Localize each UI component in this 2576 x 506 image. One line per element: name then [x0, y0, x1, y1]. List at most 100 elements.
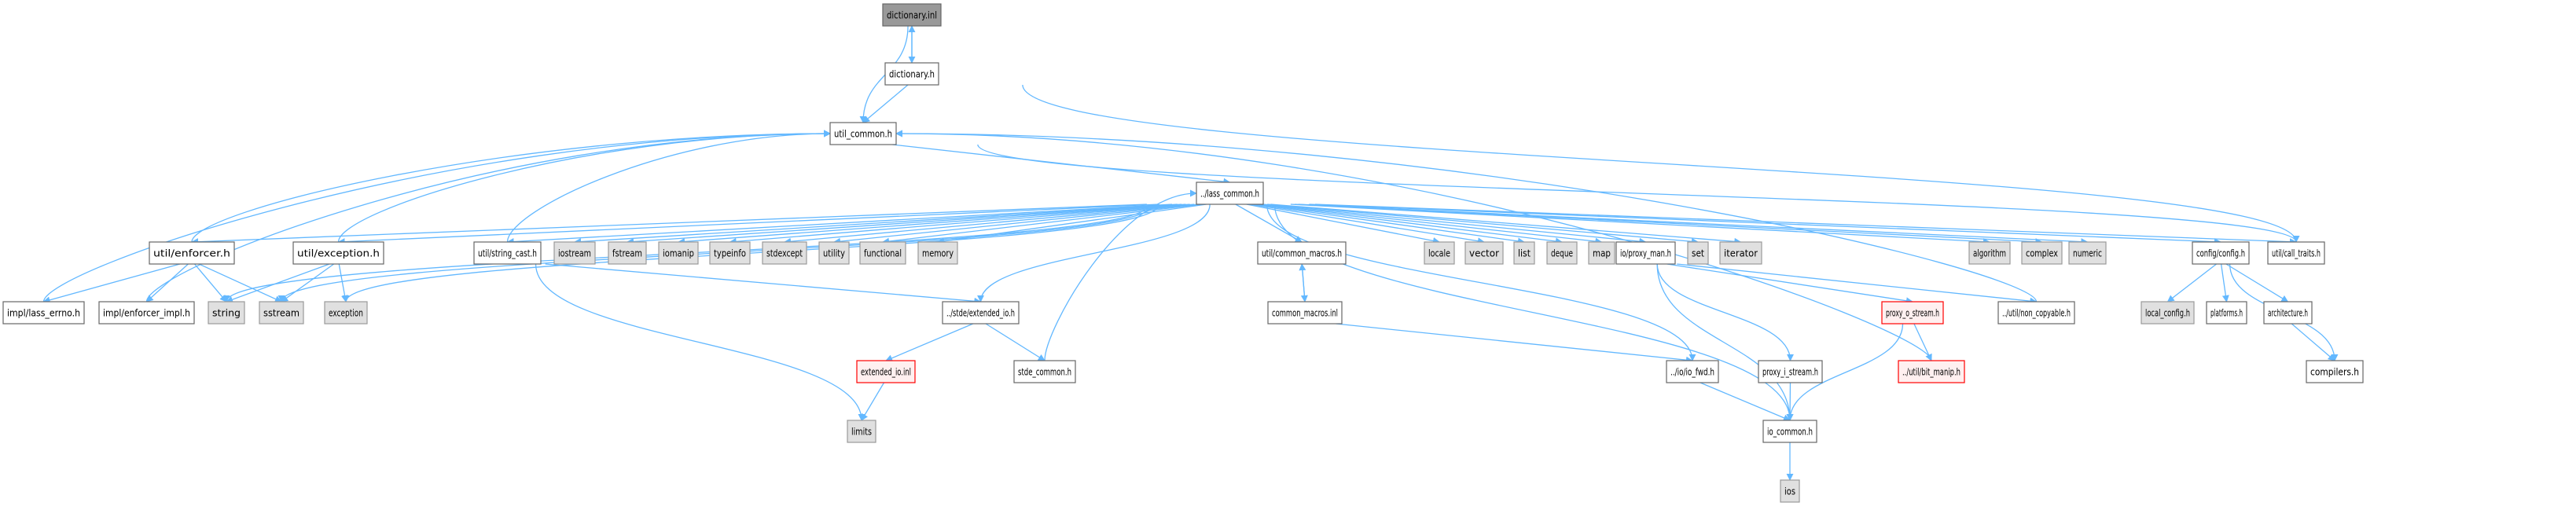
node-box	[1666, 360, 1719, 383]
node-extended-io-inl[interactable]: extended_io.inl	[856, 360, 916, 383]
edge-util-exception-h-to-string	[226, 263, 330, 303]
node-box	[1546, 241, 1578, 265]
node-label: sstream	[263, 307, 299, 319]
node-io-io-fwd-h[interactable]: ../io/io_fwd.h	[1666, 360, 1719, 383]
node-util-common-h[interactable]: util_common.h	[829, 122, 897, 145]
node-label: dictionary.inl	[887, 9, 937, 21]
node-util-exception-h[interactable]: util/exception.h	[292, 241, 384, 265]
node-local-config-h: local_config.h	[2141, 301, 2195, 324]
node-util-common-macros-h[interactable]: util/common_macros.h	[1257, 241, 1347, 265]
node-numeric: numeric	[2068, 241, 2107, 265]
edge-impl-lass-errno-h-to-util-common-h	[42, 130, 831, 302]
node-iostream: iostream	[553, 241, 596, 265]
node-label: set	[1692, 248, 1704, 259]
node-layer: dictionary.inl dictionary.h util_common.h.…	[2, 3, 2364, 503]
edge-lass-common-h-to-io-proxy-man-h	[1262, 204, 1647, 245]
node-stde-common-h[interactable]: stde_common.h	[1013, 360, 1076, 383]
node-label: numeric	[2073, 248, 2102, 259]
edge-common-macros-inl-to-util-common-macros-h	[1299, 263, 1306, 302]
edge-lass-common-h-to-exception	[342, 204, 1160, 302]
edge-lass-common-h-to-config-config-h	[1309, 204, 2221, 246]
node-label: functional	[864, 248, 902, 259]
node-label: complex	[2026, 248, 2058, 259]
node-label: ../util/bit_manip.h	[1902, 366, 1960, 378]
node-box	[2263, 301, 2313, 324]
edge-util-string-cast-h-to-limits	[535, 263, 865, 421]
edge-stde-extended-io-h-to-stde-common-h	[985, 323, 1045, 361]
edge-lass-common-h-to-typeinfo	[729, 204, 1190, 245]
node-box	[2, 301, 85, 324]
node-label: vector	[1469, 248, 1500, 259]
node-impl-lass-errno-h[interactable]: impl/lass_errno.h	[2, 301, 85, 324]
edge-util-enforcer-h-to-sstream	[198, 263, 282, 302]
node-box	[762, 241, 807, 265]
node-util-non-copyable-h[interactable]: ../util/non_copyable.h	[1997, 301, 2075, 324]
node-box	[1267, 301, 1343, 324]
edge-extended-io-inl-to-limits	[861, 382, 885, 421]
edge-config-config-h-to-architecture-h	[2225, 263, 2289, 302]
edge-common-macros-inl-to-io-io-fwd-h	[1336, 323, 1693, 364]
node-proxy-i-stream-h[interactable]: proxy_i_stream.h	[1758, 360, 1823, 383]
node-ios: ios	[1780, 479, 1800, 503]
node-util-call-traits-h[interactable]: util/call_traits.h	[2267, 241, 2325, 265]
edge-lass-common-h-to-utility	[833, 204, 1199, 245]
node-sstream: sstream	[259, 301, 304, 324]
node-label: platforms.h	[2210, 307, 2243, 319]
edge-lass-common-h-to-util-enforcer-h	[191, 204, 1147, 246]
node-dictionary-inl[interactable]: dictionary.inl	[882, 3, 942, 27]
node-common-macros-inl[interactable]: common_macros.inl	[1267, 301, 1343, 324]
edge-dictionary-h-to-util-common-h	[862, 84, 909, 123]
node-label: exception	[329, 307, 363, 319]
node-lass-common-h[interactable]: ../lass_common.h	[1196, 182, 1264, 205]
node-util-bit-manip-h[interactable]: ../util/bit_manip.h	[1898, 360, 1965, 383]
edge-config-config-h-to-local-config-h	[2166, 263, 2217, 302]
node-box	[709, 241, 751, 265]
node-box	[1780, 479, 1800, 503]
node-proxy-o-stream-h[interactable]: proxy_o_stream.h	[1881, 301, 1944, 324]
node-box	[1196, 182, 1264, 205]
edge-util-exception-h-to-sstream	[281, 263, 335, 302]
node-label: architecture.h	[2268, 307, 2308, 319]
edge-lass-common-h-to-set	[1267, 204, 1699, 245]
node-label: proxy_o_stream.h	[1886, 307, 1939, 319]
edge-lass-common-h-to-numeric	[1298, 204, 2089, 246]
node-label: config/config.h	[2196, 248, 2245, 259]
node-box	[324, 301, 368, 324]
node-label: util/common_macros.h	[1262, 248, 1342, 259]
edge-io-io-fwd-h-to-io-common-h	[1700, 382, 1791, 422]
edge-dictionary-h-to-util-call-traits-h	[1022, 84, 2300, 243]
node-stde-extended-io-h[interactable]: ../stde/extended_io.h	[942, 301, 1020, 324]
node-label: map	[1593, 248, 1611, 259]
node-io-common-h[interactable]: io_common.h	[1762, 420, 1817, 443]
node-box	[917, 241, 958, 265]
node-box	[553, 241, 596, 265]
node-fstream: fstream	[608, 241, 647, 265]
node-label: proxy_i_stream.h	[1762, 366, 1818, 378]
node-label: impl/lass_errno.h	[7, 307, 80, 319]
node-impl-enforcer-impl-h[interactable]: impl/enforcer_impl.h	[98, 301, 195, 324]
edge-lass-common-h-to-list	[1253, 204, 1525, 245]
node-architecture-h[interactable]: architecture.h	[2263, 301, 2313, 324]
node-config-config-h[interactable]: config/config.h	[2192, 241, 2250, 265]
node-list: list	[1513, 241, 1535, 265]
node-functional: functional	[859, 241, 906, 265]
node-box	[1464, 241, 1504, 265]
edge-util-enforcer-h-to-impl-enforcer-impl-h	[145, 263, 189, 302]
node-label: memory	[922, 248, 954, 259]
node-util-enforcer-h[interactable]: util/enforcer.h	[149, 241, 235, 265]
node-box	[847, 420, 876, 443]
node-util-string-cast-h[interactable]: util/string_cast.h	[473, 241, 542, 265]
node-box	[2192, 241, 2250, 265]
node-box	[658, 241, 699, 265]
edge-io-proxy-man-h-to-util-non-copyable-h	[1677, 263, 2038, 305]
node-platforms-h[interactable]: platforms.h	[2206, 301, 2247, 324]
node-io-proxy-man-h[interactable]: io/proxy_man.h	[1615, 241, 1676, 265]
node-label: limits	[851, 426, 872, 438]
node-map: map	[1588, 241, 1615, 265]
node-label: common_macros.inl	[1272, 307, 1338, 319]
node-label: compilers.h	[2310, 366, 2359, 378]
node-box	[882, 3, 942, 27]
node-dictionary-h[interactable]: dictionary.h	[884, 62, 939, 86]
node-box	[98, 301, 195, 324]
node-compilers-h[interactable]: compilers.h	[2306, 360, 2364, 383]
